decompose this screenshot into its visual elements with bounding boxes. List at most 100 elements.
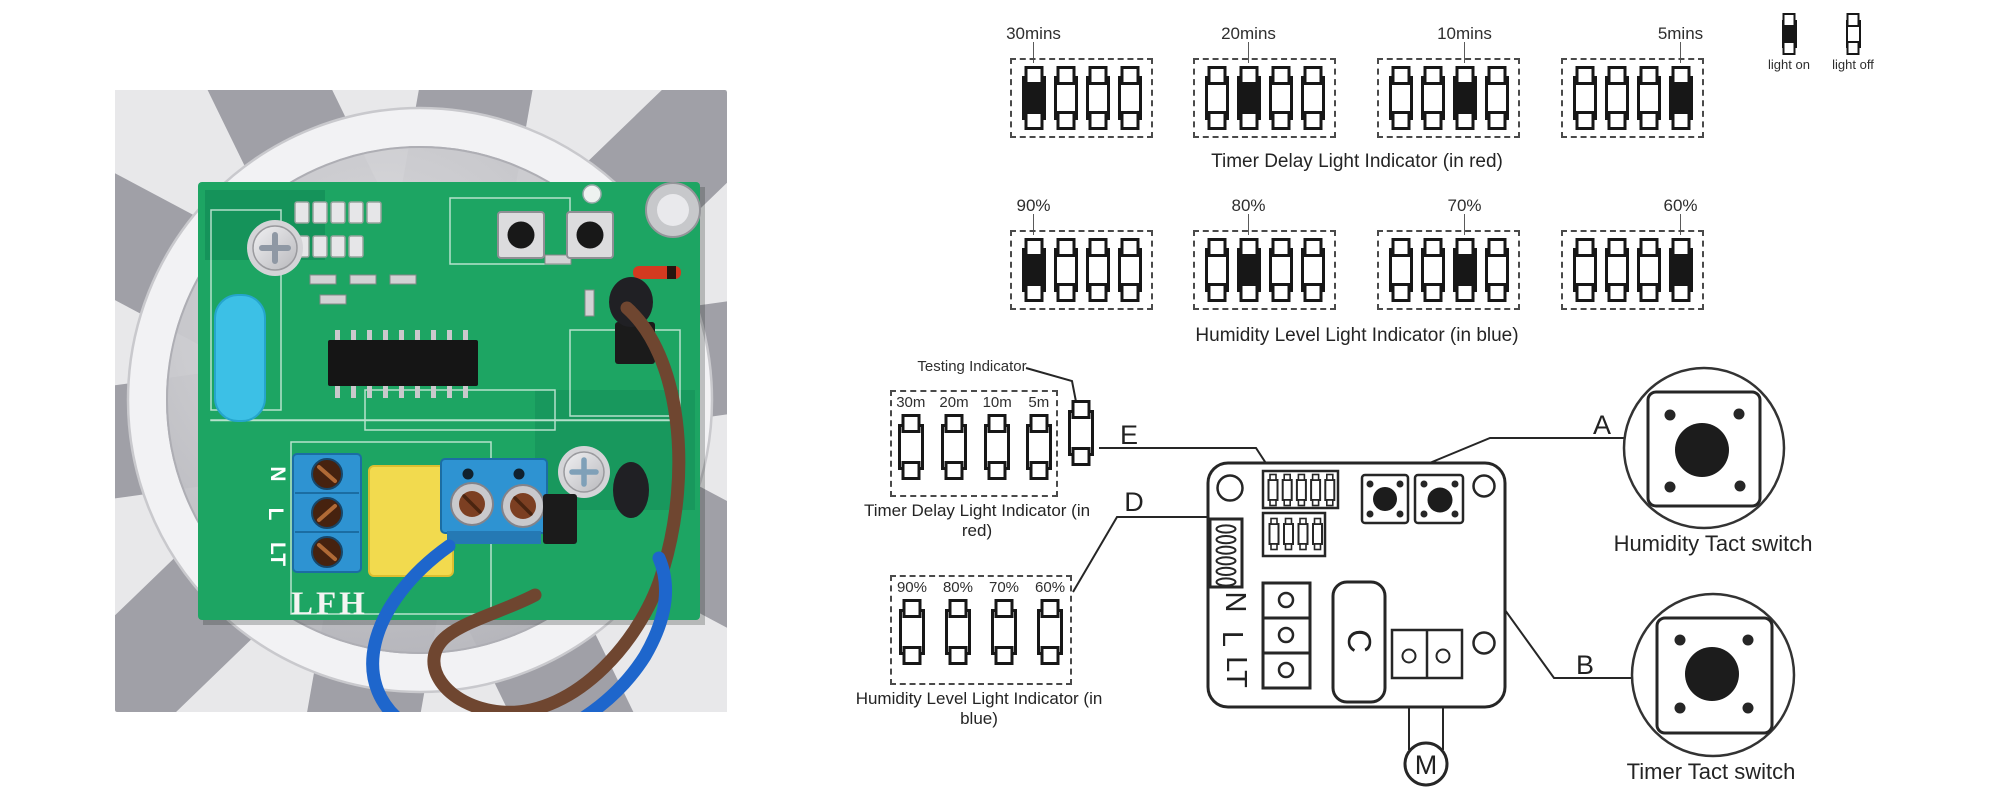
timer-switch-caption: Timer Tact switch: [1626, 759, 1796, 784]
led-on: [1236, 76, 1261, 120]
schematic-capacitor: [1331, 580, 1387, 704]
mount-hole-top-left: [1216, 474, 1244, 502]
timer-tact-switch: [1630, 592, 1796, 758]
label-pointer-line: [1032, 42, 1035, 63]
led-group-box: [1010, 58, 1153, 138]
motor-symbol: [1403, 741, 1449, 787]
pcb-label-l: L: [264, 508, 287, 521]
led-off: [1604, 76, 1629, 120]
led-off: [941, 424, 967, 470]
led-off: [984, 424, 1011, 470]
led-off: [1085, 248, 1110, 292]
panel-led-column: 5m: [1025, 394, 1052, 495]
panel-led-column: 60%: [1035, 580, 1065, 683]
led-group-box: [1010, 230, 1153, 310]
label-lt: LT: [1220, 656, 1252, 688]
led-group-label: 20mins: [1221, 24, 1276, 43]
led-off: [1037, 609, 1064, 655]
led-group-label: 30mins: [1006, 24, 1061, 43]
led-group-80%: 80%: [1193, 194, 1336, 312]
pin-connector: [1208, 517, 1244, 589]
panel-led-label: 70%: [989, 579, 1020, 596]
led-off: [1117, 248, 1142, 292]
led-off: [991, 609, 1018, 655]
led-group-10mins: 10mins: [1377, 22, 1520, 140]
pcb-hole: [582, 184, 602, 204]
led-off: [1204, 248, 1229, 292]
led-off: [1572, 248, 1597, 292]
humidity-led-bank-leds: [1268, 517, 1323, 551]
led-off: [1204, 76, 1229, 120]
led-group-box: [1193, 58, 1336, 138]
humidity-panel-caption: Humidity Level Light Indicator (in blue): [855, 689, 1103, 728]
led-off: [1420, 248, 1445, 292]
led-off: [1117, 76, 1142, 120]
led-off: [898, 609, 925, 655]
pcb-board: N L LT: [198, 182, 705, 712]
led-group-box: [1377, 58, 1520, 138]
led-off: [1025, 424, 1052, 470]
legend-light-on: light on: [1757, 20, 1821, 72]
motor-terminal: [1390, 628, 1464, 680]
led-group-60%: 60%: [1561, 194, 1704, 312]
brown-wire: [427, 301, 686, 712]
light-off-label: light off: [1832, 57, 1874, 72]
led-group-70%: 70%: [1377, 194, 1520, 312]
label-a: A: [1593, 410, 1611, 440]
led-group-label: 80%: [1231, 196, 1266, 215]
label-n: N: [1219, 592, 1251, 613]
panel-led-label: 10m: [982, 394, 1012, 411]
led-off: [1604, 248, 1629, 292]
mount-hole-bottom-right: [1472, 631, 1496, 655]
panel-led-column: 20m: [939, 395, 969, 495]
pcb-terminal-labels: N L LT: [264, 466, 289, 566]
label-m: M: [1415, 750, 1438, 780]
led-off: [1636, 248, 1661, 292]
pcb-led-pads: [294, 201, 382, 258]
schematic-board: [1206, 461, 1507, 709]
legend-light-off: light off: [1821, 20, 1885, 72]
schematic-terminal-block: [1261, 581, 1312, 690]
led-group-20mins: 20mins: [1193, 22, 1336, 140]
panel-led-label: 90%: [896, 579, 927, 596]
label-l: L: [1216, 631, 1248, 647]
timer-row-caption: Timer Delay Light Indicator (in red): [1211, 151, 1503, 172]
ic-chip: [328, 330, 478, 398]
pointer-line-a: [1402, 437, 1626, 475]
testing-indicator-led: [1068, 410, 1094, 456]
pcb-label-lt: LT: [266, 542, 289, 566]
led-group-box: [1377, 230, 1520, 310]
led-off: [1268, 76, 1293, 120]
led-group-label: 70%: [1447, 196, 1482, 215]
label-pointer-line: [1463, 214, 1466, 235]
terminal-block-3pin: [292, 453, 362, 573]
led-group-label: 10mins: [1437, 24, 1492, 43]
label-pointer-line: [1679, 42, 1682, 63]
schematic-switch-left: [1360, 473, 1410, 525]
led-off: [1085, 76, 1110, 120]
led-off: [1053, 76, 1078, 120]
led-off: [944, 609, 971, 655]
humidity-row-caption: Humidity Level Light Indicator (in blue): [1195, 325, 1519, 346]
led-group-box: [1561, 58, 1704, 138]
pcb-tact-switch-left: [497, 211, 545, 259]
diode: [633, 266, 681, 279]
led-off: [1572, 76, 1597, 120]
led-group-box: [1561, 230, 1704, 310]
led-off: [1300, 76, 1325, 120]
timer-led-bank-leds: [1267, 473, 1336, 507]
light-on-icon: [1781, 20, 1797, 48]
schematic-switch-right: [1413, 473, 1465, 525]
panel-led-column: 10m: [983, 395, 1012, 495]
screw-top-left: [247, 220, 303, 276]
panel-led-column: 80%: [943, 580, 973, 683]
panel-led-label: 5m: [1028, 394, 1050, 411]
led-off: [1300, 248, 1325, 292]
led-on: [1452, 248, 1477, 292]
label-d: D: [1124, 487, 1144, 517]
led-off: [1053, 248, 1078, 292]
panel-led-label: 30m: [896, 394, 926, 411]
panel-led-label: 80%: [942, 579, 973, 596]
pcb-tact-switch-right: [566, 211, 614, 259]
